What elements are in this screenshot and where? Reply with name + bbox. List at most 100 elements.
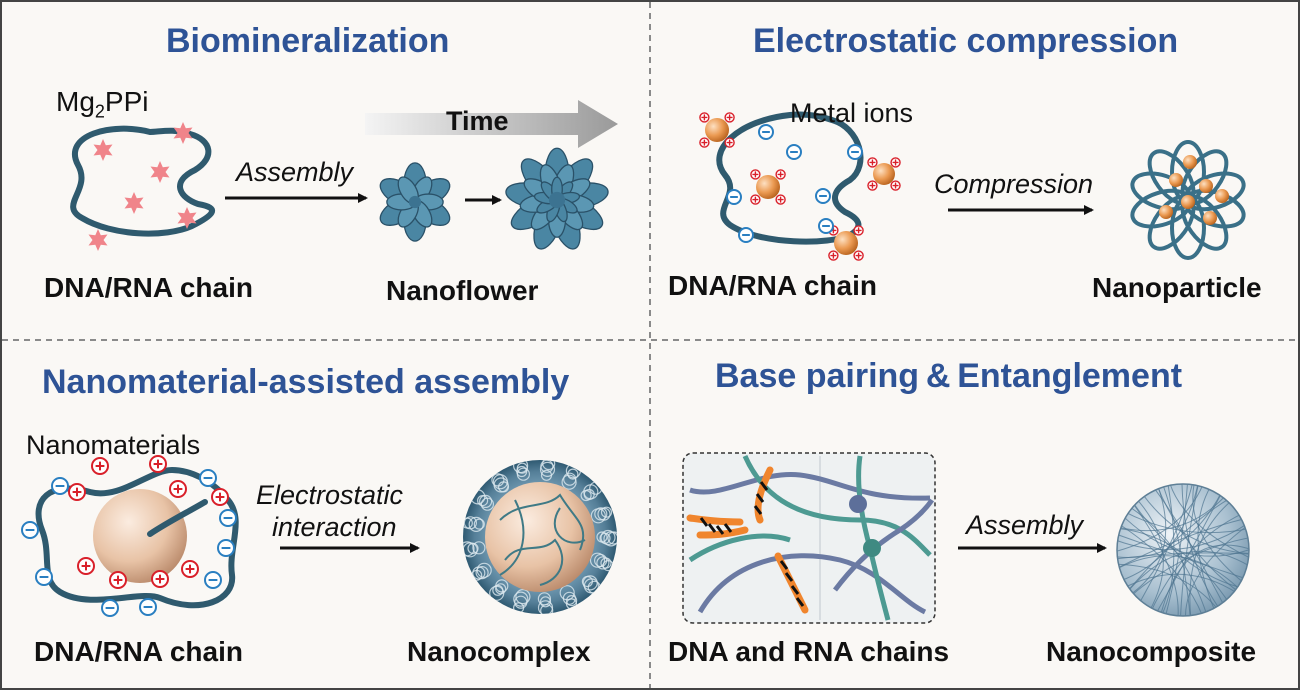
shell-mesh — [472, 566, 486, 580]
plus-sign — [869, 159, 876, 166]
nanoparticle-ion — [1159, 205, 1173, 219]
composite-fiber — [1185, 524, 1249, 616]
arrow-label-assembly-2: Assembly — [966, 510, 1084, 540]
composite-fiber — [1126, 497, 1231, 593]
base-pair-rungs — [699, 481, 805, 607]
base-pair-rung — [784, 572, 794, 582]
shell-mesh — [473, 518, 485, 530]
nanocomposite-texture — [1117, 484, 1249, 616]
plus-sign — [185, 564, 195, 574]
shell-mesh — [497, 481, 510, 493]
plus-sign — [95, 461, 105, 471]
plus-sign — [81, 561, 91, 571]
plus-sign — [701, 114, 708, 121]
shell-mesh — [463, 516, 477, 530]
caption-nanocomposite: Nanocomposite — [1046, 636, 1257, 667]
panel-electrostatic-graphics — [699, 111, 1246, 261]
base-pair-rung — [715, 525, 725, 535]
composite-fiber — [1117, 528, 1230, 604]
shell-mesh — [491, 473, 505, 487]
composite-fiber — [1117, 523, 1204, 616]
caption-dna-rna-chain-1: DNA/RNA chain — [44, 272, 253, 303]
composite-fiber — [1131, 501, 1179, 616]
panel-basepairing-graphics — [682, 452, 1250, 624]
metal-ion — [834, 231, 858, 255]
shell-mesh — [515, 588, 531, 605]
composite-fiber — [1164, 484, 1189, 616]
nanoflower-small — [379, 162, 451, 242]
composite-fiber — [1160, 484, 1175, 616]
plus-sign — [155, 574, 165, 584]
shell-mesh — [589, 552, 606, 568]
plus-sign — [173, 484, 183, 494]
composite-fiber — [1161, 484, 1191, 616]
caption-dna-rna-chain-2: DNA/RNA chain — [668, 270, 877, 301]
nanoflower-large — [505, 147, 609, 250]
shell-mesh — [590, 508, 606, 524]
shell-mesh — [476, 562, 492, 578]
reagent-label-metal-ions: Metal ions — [790, 98, 914, 128]
plus-sign — [777, 196, 784, 203]
charges-3 — [21, 455, 237, 617]
panel-title-electrostatic: Electrostatic compression — [753, 22, 1179, 60]
base-pair-rung — [755, 493, 765, 503]
shell-mesh — [583, 578, 600, 594]
shell-mesh — [562, 591, 577, 605]
composite-fiber — [1117, 494, 1227, 532]
composite-fiber — [1197, 485, 1216, 613]
caption-nanocomplex: Nanocomplex — [407, 636, 591, 667]
nanomaterial-sphere — [93, 489, 187, 583]
shell-mesh — [539, 596, 552, 608]
core-strand — [499, 499, 525, 576]
plus-sign — [752, 171, 759, 178]
shell-mesh — [489, 585, 505, 601]
plus-sign — [726, 139, 733, 146]
metal-ion — [756, 175, 780, 199]
panel-title-nanomaterial: Nanomaterial-assisted assembly — [42, 363, 570, 401]
shell-mesh — [492, 584, 504, 596]
nanoparticle-ion — [1181, 195, 1195, 209]
metal-ion — [873, 163, 895, 185]
shell-mesh — [596, 556, 610, 570]
entanglement-node-2 — [863, 539, 881, 557]
shell-mesh — [583, 488, 595, 501]
base-pair-rung — [790, 585, 800, 595]
shell-mesh — [594, 507, 608, 521]
composite-fiber — [1117, 563, 1219, 611]
shell-mesh — [581, 575, 594, 588]
nanoparticle-ion — [1169, 173, 1183, 187]
plus-sign — [869, 182, 876, 189]
shell-mesh — [516, 467, 531, 481]
dna-strand-2 — [716, 111, 864, 245]
plus-sign — [855, 252, 862, 259]
composite-fiber — [1152, 486, 1225, 607]
core-strand — [553, 507, 586, 544]
base-pair-rung — [753, 505, 763, 515]
base-pair-rung — [779, 560, 789, 570]
shell-mesh — [516, 462, 528, 474]
plus-sign — [892, 159, 899, 166]
metal-ions — [699, 112, 901, 261]
caption-nanoparticle: Nanoparticle — [1092, 272, 1262, 303]
plus-sign — [855, 227, 862, 234]
core-strand — [504, 538, 564, 586]
crystal-star — [150, 161, 170, 183]
plus-sign — [701, 139, 708, 146]
shell-mesh — [468, 516, 484, 533]
arrow-label-assembly-1: Assembly — [236, 157, 354, 187]
composite-fiber — [1138, 484, 1194, 605]
crystal-star — [177, 207, 197, 229]
shell-mesh — [463, 541, 475, 557]
crystal-star — [124, 192, 144, 214]
arrow-label-compression: Compression — [934, 169, 1094, 199]
composite-fiber — [1117, 522, 1249, 551]
composite-fiber — [1124, 511, 1249, 534]
shell-mesh — [567, 468, 579, 480]
crystal-star — [88, 229, 108, 251]
shell-mesh — [479, 494, 493, 508]
caption-dna-and-rna-chains: DNA and RNA chains — [668, 636, 950, 667]
base-pair-rung — [723, 523, 733, 533]
